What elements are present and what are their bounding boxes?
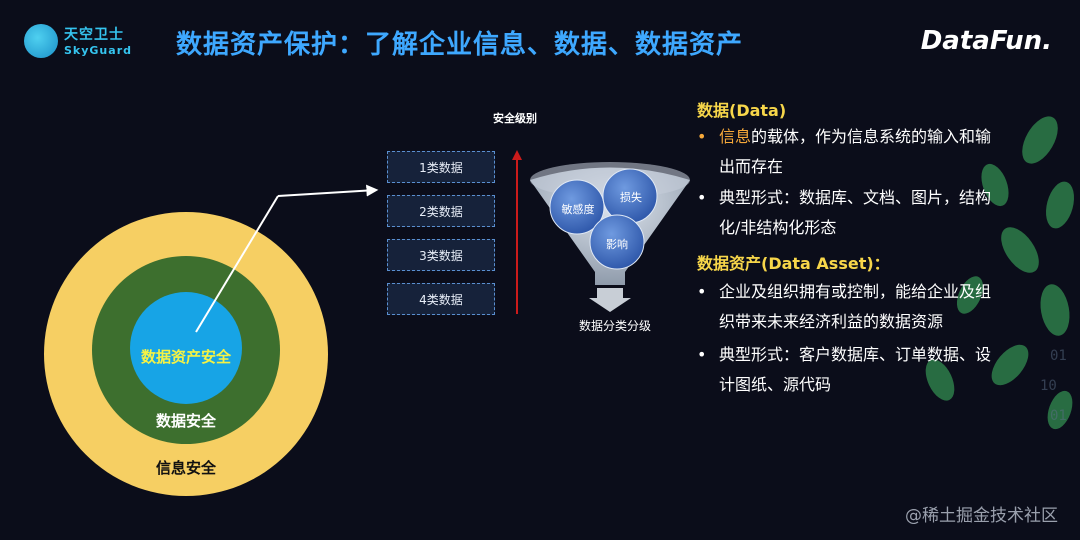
level-item: 3类数据	[387, 239, 495, 271]
logo-cn-text: 天空卫士	[64, 27, 124, 43]
funnel-diagram	[530, 162, 690, 312]
logo-en-text: SkyGuard	[64, 44, 132, 57]
asset-bullet-1: • 企业及组织拥有或控制，能给企业及组织带来未来经济利益的数据资源	[697, 277, 1027, 337]
bullet-dot: •	[697, 188, 707, 207]
data-bullet-2: • 典型形式：数据库、文档、图片，结构化/非结构化形态	[697, 183, 1027, 243]
bullet-text: 出而存在	[719, 157, 784, 176]
svg-text:01: 01	[1050, 408, 1067, 424]
asset-heading: 数据资产(Data Asset)：	[697, 254, 890, 273]
datafun-logo: DataFun.	[920, 26, 1052, 56]
bullet-text: 的载体，作为信息系统的输入和输	[751, 127, 992, 146]
svg-text:10: 10	[1040, 378, 1057, 394]
bullet-dot: •	[697, 345, 707, 364]
watermark: @稀土掘金技术社区	[905, 506, 1058, 526]
level-item: 1类数据	[387, 151, 495, 183]
shield-icon	[24, 24, 58, 58]
bubble-impact-label: 影响	[606, 238, 628, 251]
level-item: 2类数据	[387, 195, 495, 227]
bullet-text: 计图纸、源代码	[719, 375, 832, 394]
bullet-text: 织带来未来经济利益的数据资源	[719, 312, 944, 331]
core-label: 数据资产安全	[140, 348, 231, 366]
funnel-caption: 数据分类分级	[578, 319, 651, 333]
skyguard-logo: 天空卫士 SkyGuard	[24, 22, 134, 62]
bullet-dot: •	[697, 127, 707, 146]
highlight-text: 信息	[719, 127, 752, 146]
bullet-text: 典型形式：数据库、文档、图片，结构	[719, 188, 992, 207]
bullet-dot: •	[697, 282, 707, 301]
bubble-sensitivity	[549, 179, 605, 235]
svg-text:01: 01	[1050, 348, 1067, 364]
middle-label: 数据安全	[155, 412, 216, 430]
asset-bullet-2: • 典型形式：客户数据库、订单数据、设计图纸、源代码	[697, 340, 1027, 400]
bubble-loss-label: 损失	[620, 191, 642, 204]
bubble-sensitivity-label: 敏感度	[561, 203, 595, 216]
data-bullet-1: • 信息的载体，作为信息系统的输入和输出而存在	[697, 122, 1027, 182]
leaf-decoration: 01 10 01	[925, 116, 1075, 430]
outer-label: 信息安全	[155, 459, 216, 477]
bubble-impact	[589, 214, 645, 270]
level-item: 4类数据	[387, 283, 495, 315]
page-title: 数据资产保护：了解企业信息、数据、数据资产	[176, 30, 744, 60]
data-heading: 数据(Data)	[697, 101, 787, 120]
bullet-text: 化/非结构化形态	[719, 218, 837, 237]
levels-title: 安全级别	[493, 112, 537, 125]
inner-circle	[130, 292, 242, 404]
bullet-text: 企业及组织拥有或控制，能给企业及组	[719, 282, 992, 301]
bullet-text: 典型形式：客户数据库、订单数据、设	[719, 345, 992, 364]
